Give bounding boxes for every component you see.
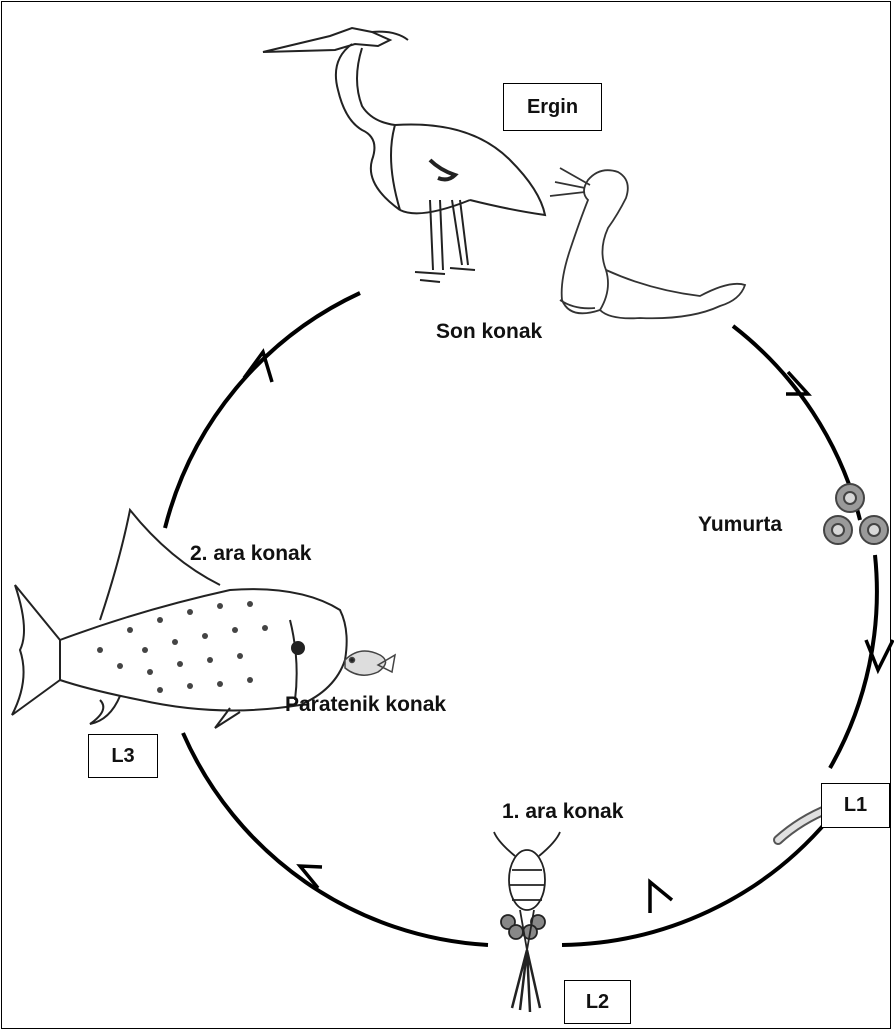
l3-stage-box: L3 [88,734,158,778]
final-host-label: Son konak [436,320,542,344]
adult-stage-box: Ergin [503,83,602,131]
arrow-first-host-to-l3 [183,733,488,945]
egg-label: Yumurta [698,513,782,537]
arrowhead-3 [650,882,672,913]
arrow-second-host-to-final-host [165,293,360,528]
arrow-l1-to-first-host [562,820,828,945]
l2-stage-box: L2 [564,980,631,1024]
l1-stage-box: L1 [821,783,890,828]
arrow-egg-to-l1 [830,555,877,768]
first-intermediate-host-label: 1. ara konak [502,800,623,824]
paratenic-host-label: Paratenik konak [285,693,446,717]
copepod-drawing [494,832,560,1012]
egg-cluster-drawing [824,484,888,544]
cycle-arrows [165,293,877,945]
second-intermediate-host-label: 2. ara konak [190,542,311,566]
heron-drawing [263,28,545,282]
seal-drawing [550,168,745,318]
small-fish-drawing [345,651,395,675]
